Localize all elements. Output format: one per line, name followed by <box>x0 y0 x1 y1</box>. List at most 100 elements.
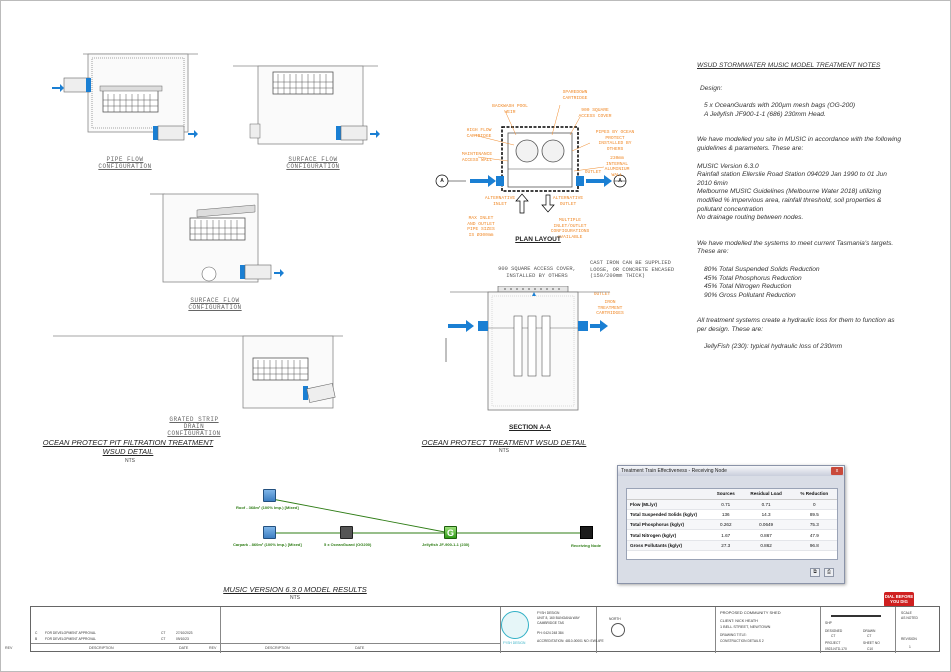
cell-reduction: 47.9 <box>791 529 837 541</box>
shp-label: SHP <box>825 621 832 625</box>
notes-design-item-2: A Jellyfish JF900-1-1 (686) 230mm Head. <box>704 110 826 118</box>
notes-design-label: Design: <box>700 84 723 92</box>
logo-text: FYSH DESIGN <box>503 641 526 645</box>
ann-section-cover: 900 SQUARE ACCESS COVER, INSTALLED BY OT… <box>498 266 576 279</box>
pipe-flow-detail <box>52 53 198 141</box>
notes-hydraulic-item: JellyFish (230): typical hydraulic loss … <box>704 343 843 351</box>
pit-detail-title: OCEAN PROTECT PIT FILTRATION TREATMENT W… <box>42 438 214 456</box>
treatment-train-window[interactable]: Treatment Train Effectiveness - Receivin… <box>617 465 845 584</box>
notes-heading: WSUD STORMWATER MUSIC MODEL TREATMENT NO… <box>697 62 881 69</box>
cell-sources: 136 <box>711 509 741 521</box>
ann-backwash: BACKWASH POOL WEIR <box>492 104 528 115</box>
company-accreditation: ACCREDITATION: 4810-00001 NO: EW14FE <box>537 639 604 643</box>
column-header <box>627 489 711 500</box>
company-name: FYSH DESIGN <box>537 611 560 615</box>
client-name: CLIENT: NICK HEATH <box>720 619 758 623</box>
pit-detail-nts: NTS <box>125 458 135 464</box>
oceanguard-node-icon[interactable] <box>340 526 353 539</box>
project-label: PROJECT <box>825 641 841 645</box>
results-table: Sources Residual Load % Reduction Flow (… <box>627 489 837 551</box>
carpark-node-icon[interactable] <box>263 526 276 539</box>
row-label: Total Phosphorus (kg/yr) <box>627 519 711 531</box>
ann-section-cartridges: IRON TREATMENT CARTRIDGES <box>596 300 624 316</box>
cell-residual: 14.3 <box>740 509 792 521</box>
title-block: C FOR DEVELOPMENT APPROVAL CT 27/10/2023… <box>5 606 940 653</box>
print-icon[interactable]: ⎙ <box>824 568 834 577</box>
notes-target-1: 80% Total Suspended Solids Reduction <box>704 265 820 273</box>
ann-multiple: MULTIPLE INLET/OUTLET CONFIGURATIONS AVA… <box>550 218 590 240</box>
grated-strip-caption: GRATED STRIP DRAIN CONFIGURATION <box>167 416 221 437</box>
jellyfish-node-label: Jellyfish JF-900-1-1 (230) <box>422 542 470 547</box>
cell-reduction: 96.8 <box>791 540 837 551</box>
window-title: Treatment Train Effectiveness - Receivin… <box>621 468 727 474</box>
table-row: Flow (ML/yr) 0.71 0.71 0 <box>627 499 837 510</box>
surface-flow-caption-1: SURFACE FLOW CONFIGURATION <box>286 156 340 170</box>
receiving-node-label: Receiving Node <box>571 543 602 548</box>
table-row: Total Suspended Solids (kg/yr) 136 14.3 … <box>627 509 837 521</box>
results-table-panel: Sources Residual Load % Reduction Flow (… <box>626 488 838 560</box>
notes-hydraulic-intro: All treatment systems create a hydraulic… <box>697 317 895 333</box>
scale-label: SCALE <box>901 611 912 615</box>
site-address: 1 BELL STREET, NEWTOWN <box>720 625 771 629</box>
close-icon[interactable]: x <box>831 467 843 475</box>
header-rev: REV <box>5 646 13 650</box>
sheet-number: C10 <box>867 647 874 651</box>
notes-target-4: 90% Gross Pollutant Reduction <box>704 291 796 299</box>
drawn-by: CT <box>867 634 872 638</box>
cell-reduction: 89.5 <box>791 509 837 521</box>
row-label: Gross Pollutants (kg/yr) <box>627 540 711 551</box>
roof-node-label: Roof - 368m² (100% Imp.) [Mixed] <box>236 505 299 510</box>
scale-bar <box>831 615 881 617</box>
notes-param-2: Rainfall station Ellerslie Road Station … <box>697 171 887 187</box>
ann-maintenance: MAINTENANCE ACCESS WALL <box>461 152 493 163</box>
table-row: Total Nitrogen (kg/yr) 1.67 0.867 47.9 <box>627 529 837 541</box>
drawing-title: CONSTRUCTION DETAILS 2 <box>720 639 764 643</box>
copy-icon[interactable]: ⧉ <box>810 568 820 577</box>
cell-sources: 1.67 <box>711 529 741 541</box>
ann-internal: 230mm INTERNAL ALUMINIUM WALL <box>604 156 630 178</box>
drawn-label: DRAWN <box>863 629 876 633</box>
roof-node-icon[interactable] <box>263 489 276 502</box>
row-label: Total Suspended Solids (kg/yr) <box>627 509 711 521</box>
ann-max-inlet: MAX INLET AND OUTLET PIPE SIZES IS Ø300m… <box>467 216 495 238</box>
music-model-title: MUSIC VERSION 6.3.0 MODEL RESULTS <box>223 585 367 594</box>
section-marker-a-left: A <box>440 178 444 184</box>
revision-label: REVISION <box>901 637 917 641</box>
scale-value: AS NOTED <box>901 616 918 620</box>
header-description: DESCRIPTION <box>89 646 114 650</box>
revision-b-date: 09/10/23 <box>176 637 189 641</box>
cell-residual: 0.867 <box>740 529 792 541</box>
cell-sources: 0.71 <box>711 499 741 510</box>
treatment-notes: WSUD STORMWATER MUSIC MODEL TREATMENT NO… <box>697 62 902 352</box>
notes-param-4: No drainage routing between nodes. <box>697 214 804 222</box>
pipe-flow-caption: PIPE FLOW CONFIGURATION <box>98 156 152 170</box>
revision-c-desc: FOR DEVELOPMENT APPROVAL <box>45 631 96 635</box>
cell-residual: 0.0649 <box>740 519 792 531</box>
north-label: NORTH <box>609 617 621 621</box>
ann-high-flow: HIGH FLOW CARTRIDGE <box>466 128 492 139</box>
notes-modelled-intro: We have modelled you site in MUSIC in ac… <box>697 136 902 152</box>
jellyfish-node-icon[interactable]: G <box>444 526 457 539</box>
section-aa-label: SECTION A-A <box>508 424 551 431</box>
ann-alt-outlet: ALTERNATIVE OUTLET <box>552 196 584 207</box>
window-title-bar[interactable]: Treatment Train Effectiveness - Receivin… <box>618 466 844 476</box>
plan-layout-drawing <box>435 104 627 214</box>
ann-cast-iron: CAST IRON CAN BE SUPPLIED LOOSE, OR CONC… <box>590 260 675 279</box>
fysh-design-logo <box>501 611 529 639</box>
revision-c-date: 27/10/2023 <box>176 631 193 635</box>
music-model-nts: NTS <box>290 595 300 601</box>
table-row: Total Phosphorus (kg/yr) 0.262 0.0649 75… <box>627 519 837 531</box>
section-marker-a-right: A <box>618 178 622 184</box>
ann-spare: SPAREDOWN CARTRIDGE <box>562 90 588 101</box>
header-date: DATE <box>179 646 189 650</box>
receiving-node-icon[interactable] <box>580 526 593 539</box>
notes-target-2: 45% Total Phosphorus Reduction <box>704 274 802 282</box>
revision-number: 1 <box>909 645 911 649</box>
sheet-label: SHEET NO <box>863 641 880 645</box>
designed-label: DESIGNED <box>825 629 843 633</box>
ann-alt-inlet: ALTERNATIVE INLET <box>484 196 516 207</box>
header-date-2: DATE <box>355 646 365 650</box>
row-label: Flow (ML/yr) <box>627 499 711 510</box>
north-arrow-icon <box>611 623 625 637</box>
revision-b-by: CT <box>161 637 166 641</box>
